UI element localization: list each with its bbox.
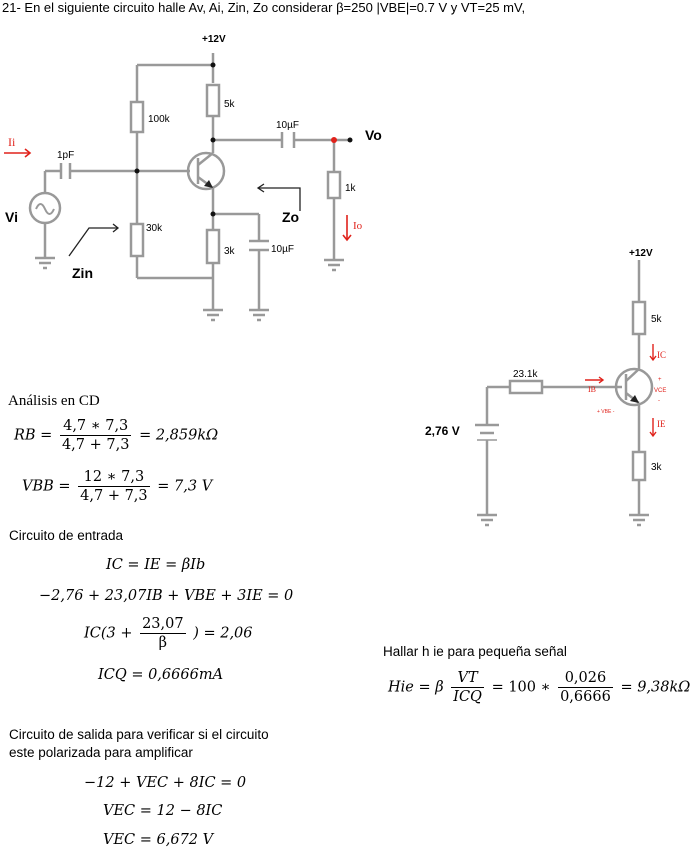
- hie-f2-numerator: 0,026: [558, 670, 613, 688]
- vce-minus-label: -: [658, 398, 660, 404]
- rb-lhs: RB =: [14, 427, 53, 444]
- c-emitter-label: 10µF: [271, 244, 294, 255]
- hie-mid: = 100 ∗: [491, 679, 551, 696]
- amplifier-circuit-diagram: +12V 100k 30k 5k 3k 1pF 10µF 10µF 1k Ii …: [4, 34, 382, 322]
- dc-r-emitter-label: 3k: [651, 462, 663, 473]
- hie-f1-denominator: ICQ: [453, 689, 482, 705]
- zin-label: Zin: [72, 265, 93, 281]
- vo-label: Vo: [365, 127, 382, 143]
- small-signal-heading: Hallar h ie para pequeña señal: [383, 644, 567, 659]
- c-output-label: 10µF: [276, 120, 299, 131]
- vbb-result: = 7,3 V: [157, 478, 213, 495]
- input-eq-3-lhs: IC(3 +: [84, 625, 133, 642]
- dc-vcc-label: +12V: [629, 248, 653, 259]
- r-base-top-label: 100k: [148, 114, 171, 125]
- hie-f2-denominator: 0,6666: [560, 689, 611, 705]
- rb-result: = 2,859kΩ: [139, 427, 219, 444]
- input-circuit-heading: Circuito de entrada: [9, 528, 124, 543]
- rb-denominator: 4,7 + 7,3: [61, 437, 130, 453]
- dc-r-base-label: 23.1k: [513, 369, 538, 380]
- input-eq-2: −2,76 + 23,07IB + VBE + 3IE = 0: [39, 588, 294, 604]
- output-eq-2: VEC = 12 − 8IC: [103, 803, 223, 819]
- rb-numerator: 4,7 ∗ 7,3: [59, 418, 132, 436]
- ii-label: Ii: [8, 135, 16, 149]
- input-eq-4: ICQ = 0,6666mA: [98, 667, 224, 683]
- input-eq-3-numerator: 23,07: [140, 616, 186, 634]
- ic-label: IC: [657, 350, 666, 360]
- input-eq-1: IC = IE = βIb: [106, 557, 206, 573]
- output-circuit-heading-line1: Circuito de salida para verificar si el …: [9, 727, 269, 742]
- output-eq-1: −12 + VEC + 8IC = 0: [84, 775, 247, 791]
- input-eq-3-rhs: ) = 2,06: [193, 625, 253, 642]
- vbb-denominator: 4,7 + 7,3: [80, 488, 148, 504]
- ie-label: IE: [657, 419, 666, 429]
- ib-label: IB: [588, 385, 596, 394]
- r-base-bottom-label: 30k: [146, 223, 163, 234]
- dc-source-label: 2,76 V: [425, 424, 460, 438]
- output-eq-3: VEC = 6,672 V: [103, 832, 214, 848]
- vce-plus-label: +: [658, 377, 662, 383]
- hie-result: = 9,38kΩ: [620, 679, 690, 696]
- vbb-lhs: VBB =: [22, 478, 71, 495]
- input-eq-3-denominator: β: [158, 635, 168, 651]
- vcc-label: +12V: [202, 34, 226, 45]
- vbb-numerator: 12 ∗ 7,3: [78, 469, 150, 487]
- problem-title: 21- En el siguiente circuito halle Av, A…: [2, 0, 526, 15]
- vi-label: Vi: [5, 209, 18, 225]
- r-emitter-label: 3k: [224, 246, 236, 257]
- dc-equivalent-circuit-diagram: +12V 5k 23.1k 3k 2,76 V IC IB IE + VCE -…: [425, 248, 666, 527]
- r-collector-label: 5k: [224, 99, 236, 110]
- output-circuit-heading-line2: este polarizada para amplificar: [9, 745, 193, 760]
- vbe-label: + VBE -: [597, 409, 615, 415]
- hie-f1-numerator: VT: [451, 670, 484, 688]
- zo-label: Zo: [282, 209, 299, 225]
- io-label: Io: [353, 220, 363, 232]
- analysis-cd-heading: Análisis en CD: [8, 393, 100, 409]
- vce-label: VCE: [654, 388, 666, 394]
- dc-r-collector-label: 5k: [651, 314, 663, 325]
- c-input-label: 1pF: [57, 150, 74, 161]
- r-load-label: 1k: [345, 183, 357, 194]
- hie-lhs: Hie = β: [388, 679, 444, 696]
